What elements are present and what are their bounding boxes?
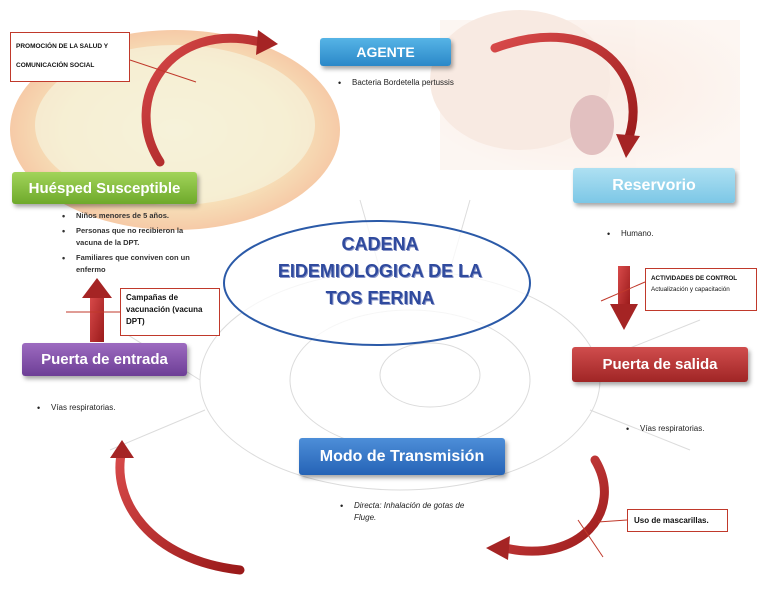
node-reservorio: Reservorio — [573, 168, 735, 203]
arrow-salida-to-modo — [500, 455, 609, 556]
huesped-details: Niños menores de 5 años. Personas que no… — [60, 210, 200, 279]
entrada-details: Vías respiratorias. — [35, 402, 175, 414]
note-actividades-line-2: Actualización y capacitación — [651, 286, 730, 293]
entrada-detail-item: Vías respiratorias. — [35, 402, 175, 414]
arrow-agente-to-reservorio-head — [616, 134, 640, 158]
barrier-line-promocion — [129, 59, 197, 83]
title-line-3: TOS FERINA — [325, 288, 435, 308]
barrier-line-mascarillas-2 — [597, 519, 628, 523]
arrow-reservorio-to-salida — [618, 266, 630, 306]
node-puerta-entrada: Puerta de entrada — [22, 343, 187, 376]
agente-detail-item: Bacteria Bordetella pertussis — [336, 77, 506, 89]
note-uso-mascarillas: Uso de mascarillas. — [627, 509, 728, 532]
modo-details: Directa: Inhalación de gotas de Fluge. — [338, 500, 478, 524]
cycle-arrows — [82, 30, 640, 575]
note-promocion-line-2: COMUNICACIÓN SOCIAL — [16, 62, 95, 69]
arrow-reservorio-to-salida-head — [610, 304, 638, 330]
node-huesped-susceptible: Huésped Susceptible — [12, 172, 197, 204]
reservorio-details: Humano. — [605, 228, 725, 240]
note-promocion-salud: PROMOCIÓN DE LA SALUD Y COMUNICACIÓN SOC… — [10, 32, 130, 82]
note-actividades-control: ACTIVIDADES DE CONTROL Actualización y c… — [645, 268, 757, 311]
salida-detail-item: Vías respiratorias. — [624, 423, 744, 435]
agente-details: Bacteria Bordetella pertussis — [336, 77, 506, 89]
title-ellipse — [223, 220, 531, 346]
reservorio-detail-item: Humano. — [605, 228, 725, 240]
modo-detail-item: Directa: Inhalación de gotas de Fluge. — [338, 500, 478, 524]
huesped-detail-item: Familiares que conviven con un enfermo — [60, 252, 200, 276]
arrow-modo-to-entrada — [115, 445, 245, 575]
barrier-line-actividades — [600, 281, 646, 302]
title-line-2: EIDEMIOLOGICA DE LA — [277, 261, 483, 281]
arrow-huesped-to-agente-head — [256, 30, 278, 55]
node-agente: AGENTE — [320, 38, 451, 66]
arrow-modo-to-entrada-head — [110, 440, 134, 458]
barrier-line-mascarillas — [577, 519, 604, 558]
diagram-title: CADENA EIDEMIOLOGICA DE LA TOS FERINA — [266, 231, 494, 312]
node-modo-transmision: Modo de Transmisión — [299, 438, 505, 475]
huesped-detail-item: Personas que no recibieron la vacuna de … — [60, 225, 200, 249]
node-puerta-salida: Puerta de salida — [572, 347, 748, 382]
title-line-1: CADENA — [341, 234, 419, 254]
note-promocion-line-1: PROMOCIÓN DE LA SALUD Y — [16, 43, 109, 50]
arrow-salida-to-modo-head — [486, 536, 510, 560]
arrow-entrada-to-huesped — [90, 296, 104, 342]
arrow-agente-to-reservorio — [490, 32, 638, 145]
huesped-detail-item: Niños menores de 5 años. — [60, 210, 200, 222]
arrow-entrada-to-huesped-head — [82, 278, 112, 298]
note-campanas-vacunacion: Campañas de vacunación (vacuna DPT) — [120, 288, 220, 336]
note-actividades-line-1: ACTIVIDADES DE CONTROL — [651, 275, 738, 282]
barrier-lines — [66, 59, 646, 558]
background-child-image — [430, 10, 740, 170]
salida-details: Vías respiratorias. — [624, 423, 744, 435]
